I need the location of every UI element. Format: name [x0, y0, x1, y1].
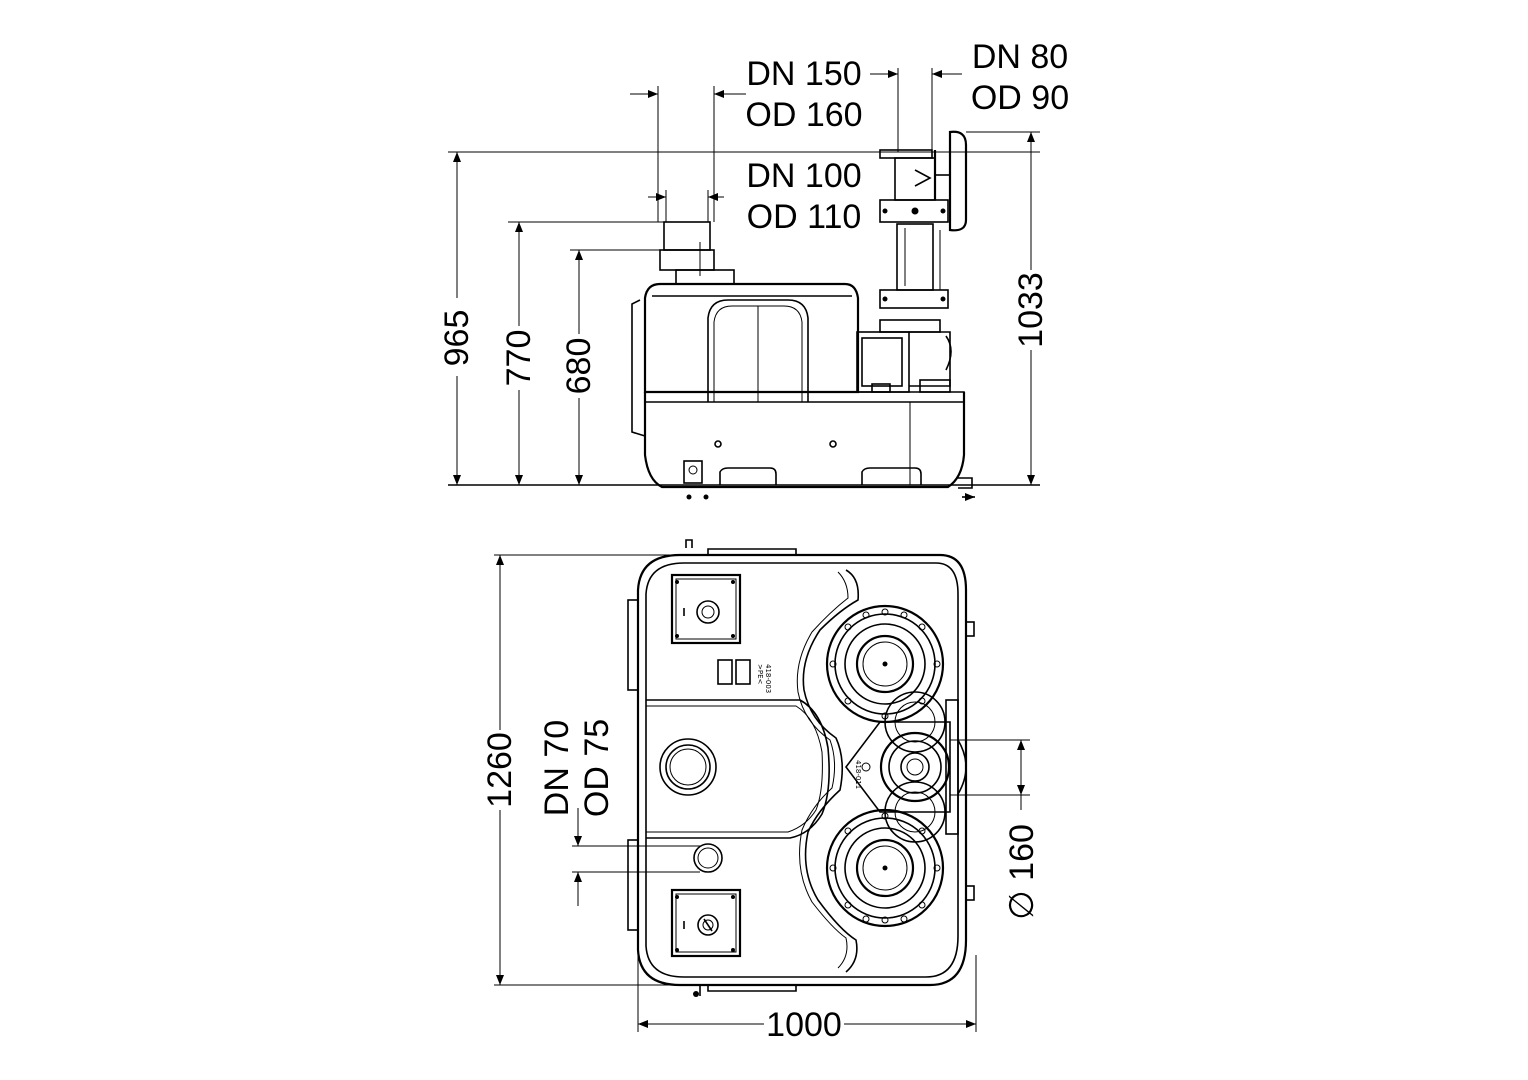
inlet-pipe-dn100 [659, 221, 735, 285]
service-hatch-top [670, 573, 742, 645]
label-od75: OD 75 [578, 719, 616, 817]
part-label-a: 418-003 [764, 664, 772, 693]
part-label-c: 418-011 [854, 760, 862, 789]
pump-cavity-wall [802, 569, 860, 973]
label-od110: OD 110 [747, 198, 862, 236]
label-dn100: DN 100 [746, 157, 861, 195]
inlet-large [659, 738, 717, 796]
label-od90: OD 90 [971, 79, 1069, 117]
pump-block [856, 319, 952, 393]
top-view: 418-003 >PE< [481, 539, 1041, 1044]
part-label-b: >PE< [756, 664, 764, 685]
dim-965: 965 [438, 310, 476, 367]
cavity-divider [646, 699, 830, 839]
label-dn150: DN 150 [746, 55, 861, 93]
dim-680: 680 [560, 338, 598, 395]
dim-770: 770 [500, 330, 538, 387]
label-od160: OD 160 [745, 96, 862, 134]
side-view: 965 770 680 1033 DN 150 OD 160 DN 80 OD … [438, 38, 1069, 501]
tank-outline-top [636, 553, 968, 987]
pump-flange-bottom [825, 808, 945, 928]
discharge-pipe-dn80 [879, 130, 968, 309]
inlet-dn70 [693, 843, 723, 873]
label-dn80: DN 80 [972, 38, 1068, 76]
tank-body [631, 282, 975, 501]
discharge-manifold: 418-011 [844, 691, 967, 843]
label-dn70: DN 70 [538, 720, 576, 816]
dim-dia160: ∅ 160 [1003, 824, 1041, 920]
service-hatch-bottom [670, 888, 742, 958]
dim-1000: 1000 [766, 1006, 842, 1044]
dim-1033: 1033 [1012, 272, 1050, 348]
dim-1260: 1260 [481, 732, 519, 808]
